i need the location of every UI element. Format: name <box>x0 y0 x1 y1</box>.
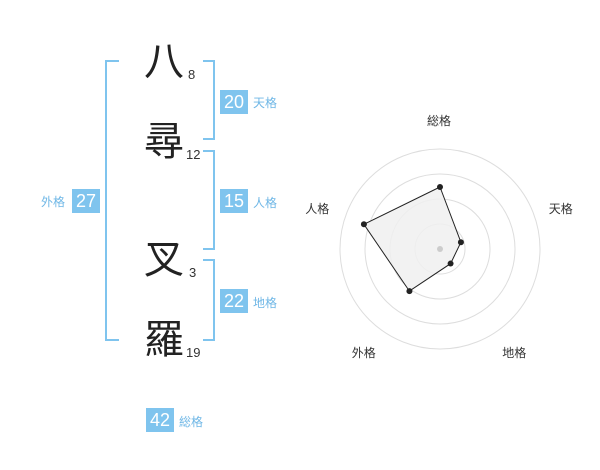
radar-point-2 <box>447 260 454 267</box>
chikaku-label: 地格 <box>253 296 278 310</box>
radar-ring <box>339 148 541 350</box>
tenkaku-badge: 20 <box>220 90 248 114</box>
radar-axis-label-4: 人格 <box>305 202 330 217</box>
chikaku-badge: 22 <box>220 289 248 313</box>
radar-point-0 <box>437 184 443 190</box>
gaikaku-bracket <box>105 60 119 341</box>
gaikaku-label: 外格 <box>41 195 66 209</box>
radar-polygon <box>363 186 462 292</box>
stroke-count-3: 3 <box>189 265 197 280</box>
radar-point-3 <box>406 288 413 295</box>
radar-point-1 <box>457 239 464 246</box>
name-char-3: 叉 <box>144 237 184 283</box>
tenkaku-label: 天格 <box>253 96 278 110</box>
chikaku-bracket <box>203 259 215 341</box>
name-char-4: 羅 <box>144 317 184 363</box>
soukaku-badge: 42 <box>146 408 174 432</box>
radar-axis-label-2: 地格 <box>502 345 527 360</box>
radar-axis-label-1: 天格 <box>548 202 573 217</box>
tenkaku-bracket <box>203 60 215 140</box>
radar-axis-label-0: 総格 <box>427 114 452 128</box>
radar-axis-label-3: 外格 <box>351 345 376 360</box>
soukaku-label: 総格 <box>179 415 204 429</box>
gaikaku-badge: 27 <box>72 189 100 213</box>
name-char-1: 八 <box>144 39 184 85</box>
jinkaku-bracket <box>203 150 215 250</box>
radar-center-dot <box>437 246 443 252</box>
jinkaku-label: 人格 <box>253 196 278 210</box>
radar-ring <box>364 173 516 325</box>
name-char-2: 尋 <box>144 119 184 165</box>
stroke-count-4: 19 <box>186 345 201 360</box>
radar-point-4 <box>360 221 367 228</box>
stroke-count-1: 8 <box>188 67 196 82</box>
jinkaku-badge: 15 <box>220 189 248 213</box>
stroke-count-2: 12 <box>186 147 201 162</box>
